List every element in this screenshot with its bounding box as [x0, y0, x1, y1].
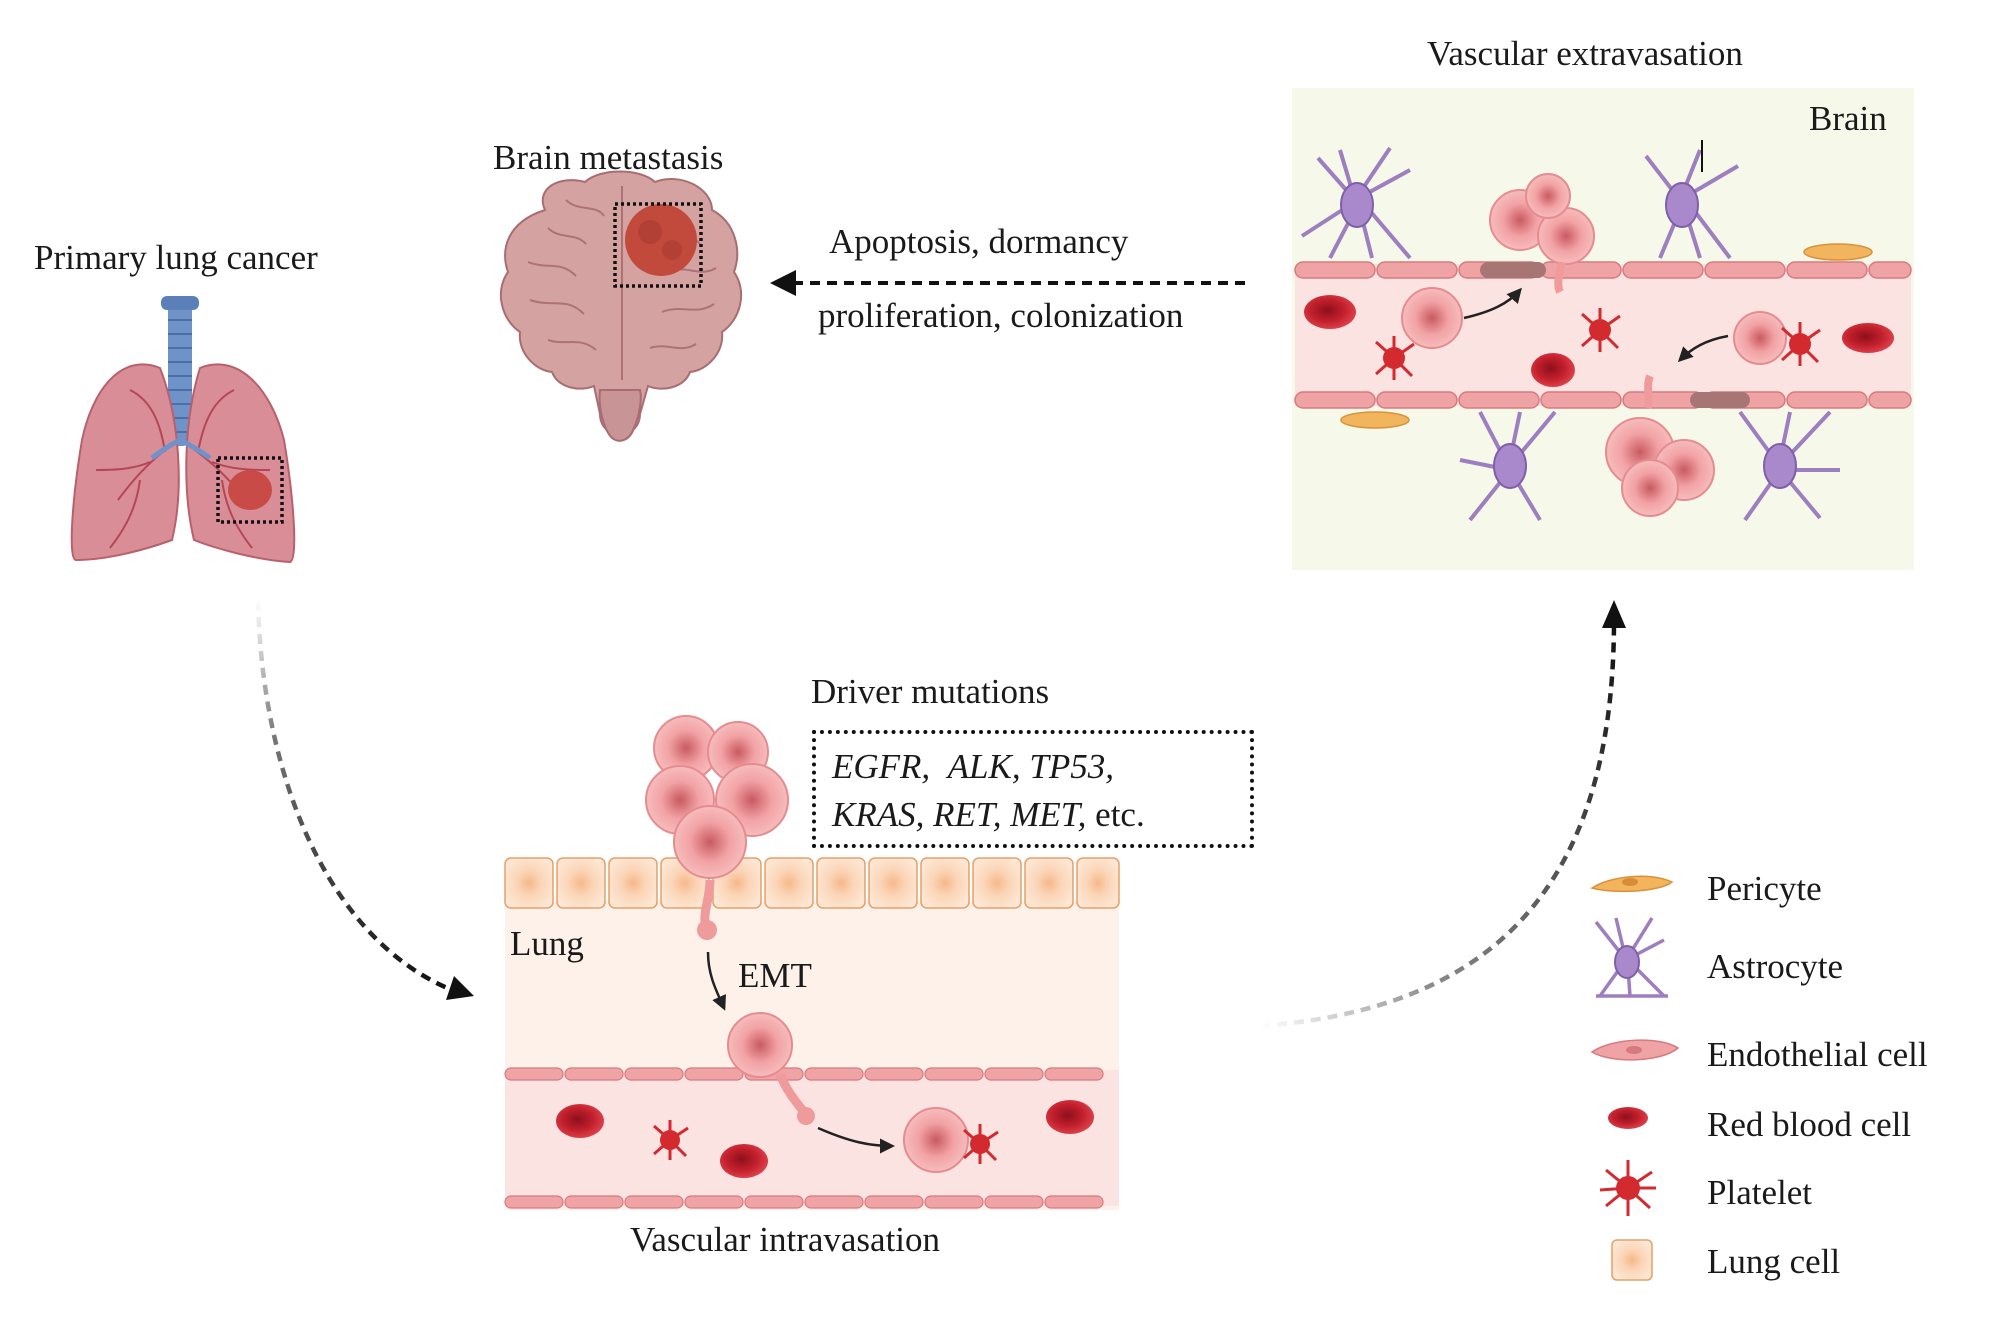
- primary-tumor-cluster: [645, 715, 789, 940]
- mutation-etc: etc.: [1095, 795, 1145, 834]
- arrow-label-proliferation: proliferation, colonization: [818, 296, 1184, 335]
- brain-platelet-2: [1581, 308, 1621, 352]
- brain-platelet-1: [1375, 336, 1415, 380]
- mutation-gene: RET,: [933, 795, 1002, 834]
- vascular-intravasation-label: Vascular intravasation: [630, 1220, 941, 1259]
- mutation-gene: ALK,: [947, 747, 1021, 786]
- left-lung-lobe: [70, 363, 180, 562]
- brain-endothelium-top: [1294, 261, 1912, 279]
- driver-mutations-box: EGFR, ALK, TP53, KRAS, RET, MET, etc.: [812, 730, 1254, 848]
- pericyte-top: [1803, 243, 1873, 261]
- lung-epithelium: [504, 857, 1120, 909]
- platelet-icon: [1599, 1160, 1656, 1216]
- brain-endothelium-bottom: [1294, 391, 1912, 409]
- red-blood-cell-icon: [1608, 1107, 1648, 1129]
- lung-endothelium-top: [504, 1067, 1104, 1081]
- arrow-lung-to-panel: [255, 599, 453, 993]
- driver-mutations-label: Driver mutations: [811, 672, 1050, 711]
- brain-metastasis-label: Brain metastasis: [493, 138, 724, 177]
- primary-lung-cancer-label: Primary lung cancer: [34, 238, 318, 277]
- legend-icons: [1590, 875, 1680, 1281]
- legend-label-astrocyte: Astrocyte: [1707, 947, 1844, 986]
- legend-label-red-blood-cell: Red blood cell: [1707, 1105, 1912, 1144]
- right-lung-lobe: [185, 363, 296, 564]
- brain-tumor-highlight-box: [613, 202, 703, 288]
- mutation-gene: EGFR,: [832, 747, 931, 786]
- brain-platelet-3: [1781, 322, 1821, 366]
- brain-vessel-panel: [1292, 88, 1914, 570]
- lung-endothelium-bottom: [504, 1195, 1104, 1209]
- mutation-line-1: EGFR, ALK, TP53,: [832, 749, 1114, 784]
- lung-platelet-2: [963, 1124, 999, 1164]
- mutation-gene: MET,: [1010, 795, 1087, 834]
- trachea-icon: [161, 296, 199, 446]
- lung-panel: [504, 715, 1120, 1210]
- arrow-to-brain: [770, 270, 1245, 296]
- pericyte-bottom: [1340, 411, 1410, 429]
- lung-panel-label: Lung: [510, 924, 584, 963]
- mutation-gene: TP53,: [1029, 747, 1114, 786]
- lung-illustration: [70, 296, 296, 564]
- arrow-panel-to-brain: [1259, 619, 1617, 1029]
- legend-label-pericyte: Pericyte: [1707, 869, 1822, 908]
- legend-label-endothelial-cell: Endothelial cell: [1707, 1035, 1928, 1074]
- brain-illustration: [499, 170, 743, 442]
- mutation-gene: KRAS,: [832, 795, 925, 834]
- emt-label: EMT: [738, 956, 812, 995]
- mutation-line-2: KRAS, RET, MET, etc.: [832, 797, 1145, 832]
- vascular-extravasation-label: Vascular extravasation: [1427, 34, 1743, 73]
- brain-panel-label: Brain: [1809, 99, 1887, 138]
- arrow-label-apoptosis: Apoptosis, dormancy: [829, 222, 1129, 261]
- legend-label-lung-cell: Lung cell: [1707, 1242, 1841, 1281]
- lung-cell-icon: [1611, 1239, 1653, 1281]
- legend-label-platelet: Platelet: [1707, 1173, 1812, 1212]
- lung-tumor-highlight-box: [216, 456, 284, 524]
- lung-platelet-1: [653, 1120, 689, 1160]
